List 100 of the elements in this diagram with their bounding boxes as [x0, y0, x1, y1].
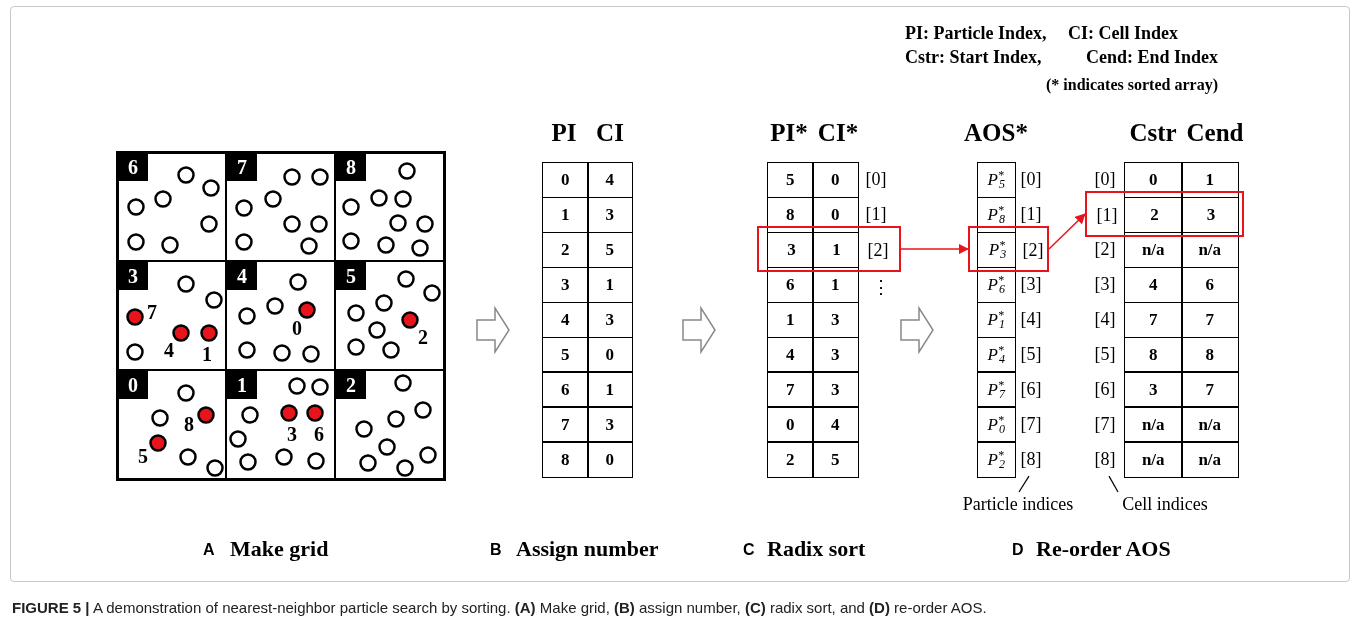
cell-value: 5 [831, 448, 840, 471]
panel-title: Assign number [516, 535, 659, 563]
cell-value: 3 [787, 240, 796, 260]
particle-number: 8 [184, 414, 194, 434]
cell-value: 0 [605, 448, 614, 471]
array-index: [5] [1020, 344, 1042, 363]
cell-value: 3 [1149, 378, 1158, 401]
array-index: [6] [1094, 379, 1116, 398]
cell-number: 1 [227, 371, 257, 399]
ellipsis: ⋮ [872, 276, 890, 299]
particle-number: 2 [418, 327, 428, 347]
cell-number: 2 [336, 371, 366, 399]
cell-value: 6 [786, 274, 795, 297]
cell-value: 4 [1149, 274, 1158, 297]
cell-value: 0 [605, 343, 614, 366]
panel-letter: B [490, 540, 502, 560]
array-index: [2] [867, 239, 889, 260]
legend-note: Cend: End Index [1086, 46, 1219, 69]
index-annotation: Cell indices [1122, 494, 1208, 514]
cell-value: 5 [561, 343, 570, 366]
cell-value: 8 [1205, 343, 1214, 366]
array-index: [1] [865, 205, 887, 224]
array-index: [7] [1020, 414, 1042, 433]
array-index: [8] [1020, 449, 1042, 468]
cell-value: 4 [561, 309, 570, 332]
highlight-box [968, 226, 1049, 272]
cell-value: 3 [561, 274, 570, 297]
cell-value: 0 [831, 169, 840, 192]
cell-value: n/a [1141, 413, 1165, 436]
figure-caption: FIGURE 5 | A demonstration of nearest-neighbor particle search by sorting. (A) Make grid, (B) assign number, (C) radix sort, and (D) re-order AOS. [12, 598, 987, 618]
legend-note: Cstr: Start Index, [905, 46, 1042, 69]
legend-note: PI: Particle Index, [905, 22, 1047, 45]
cell-value: 3 [605, 204, 614, 227]
cell-value: 3 [1206, 205, 1216, 225]
panel-title: Re-order AOS [1036, 535, 1171, 563]
array-index: [2] [1022, 239, 1044, 260]
cell-value: 8 [786, 204, 795, 227]
array-index: [0] [1094, 170, 1116, 189]
cell-value: 7 [1205, 378, 1214, 401]
cell-value: 4 [786, 343, 795, 366]
cell-value: 7 [1149, 309, 1158, 332]
cell-value: 1 [561, 204, 570, 227]
cell-value: 8 [1149, 343, 1158, 366]
cell-value: 5 [605, 239, 614, 262]
column-header: Cend [1186, 118, 1244, 148]
column-header: PI* [770, 118, 808, 148]
grid-cell [226, 152, 335, 261]
column-header: CI [596, 118, 624, 148]
array-index: [2] [1094, 240, 1116, 259]
particle-number: 5 [138, 446, 148, 466]
cell-value: n/a [1141, 448, 1165, 471]
cell-value: 0 [561, 169, 570, 192]
array-index: [5] [1094, 344, 1116, 363]
array-index: [8] [1094, 449, 1116, 468]
leader-line [1018, 475, 1030, 493]
block-arrow [476, 305, 510, 355]
cell-number: 8 [336, 153, 366, 181]
cell-value: 4 [605, 169, 614, 192]
cell-value: 0 [831, 204, 840, 227]
arrow [1048, 213, 1086, 250]
particle-number: 0 [292, 318, 302, 338]
cell-value: 1 [605, 274, 614, 297]
cell-value: 2 [786, 448, 795, 471]
cell-value: 1 [1205, 169, 1214, 192]
column-header: PI [551, 118, 577, 148]
cell-value: 1 [832, 240, 841, 260]
cell-value: 5 [786, 169, 795, 192]
cell-value: 3 [831, 378, 840, 401]
cell-number: 3 [118, 262, 148, 290]
array-index: [3] [1094, 275, 1116, 294]
cell-value: 1 [786, 309, 795, 332]
particle-number: 6 [314, 424, 324, 444]
array-index: [6] [1020, 379, 1042, 398]
grid-cell [335, 370, 444, 479]
cell-value: 7 [1205, 309, 1214, 332]
cell-number: 7 [227, 153, 257, 181]
cell-value: n/a [1198, 448, 1222, 471]
particle-number: 7 [147, 302, 157, 322]
panel-letter: D [1012, 540, 1024, 560]
cell-value: n/a [1198, 413, 1222, 436]
grid-cell [335, 261, 444, 370]
panel-title: Radix sort [767, 535, 866, 563]
cell-value: 6 [1205, 274, 1214, 297]
cell-value: 3 [605, 309, 614, 332]
array-index: [0] [1020, 170, 1042, 189]
cell-value: 7 [786, 378, 795, 401]
grid-cell [117, 152, 226, 261]
cell-value: 2 [1150, 205, 1159, 225]
particle-number: 3 [287, 424, 297, 444]
cell-number: 5 [336, 262, 366, 290]
cell-value: 0 [786, 413, 795, 436]
cell-value: 1 [831, 274, 840, 297]
index-annotation: Particle indices [962, 494, 1074, 514]
cell-value: 2 [561, 239, 570, 262]
array-index: [4] [1020, 310, 1042, 329]
legend-note: CI: Cell Index [1068, 22, 1178, 45]
cell-value: 4 [831, 413, 840, 436]
array-index: [7] [1094, 414, 1116, 433]
leader-line [1108, 475, 1119, 493]
array-index: [1] [1096, 204, 1118, 225]
